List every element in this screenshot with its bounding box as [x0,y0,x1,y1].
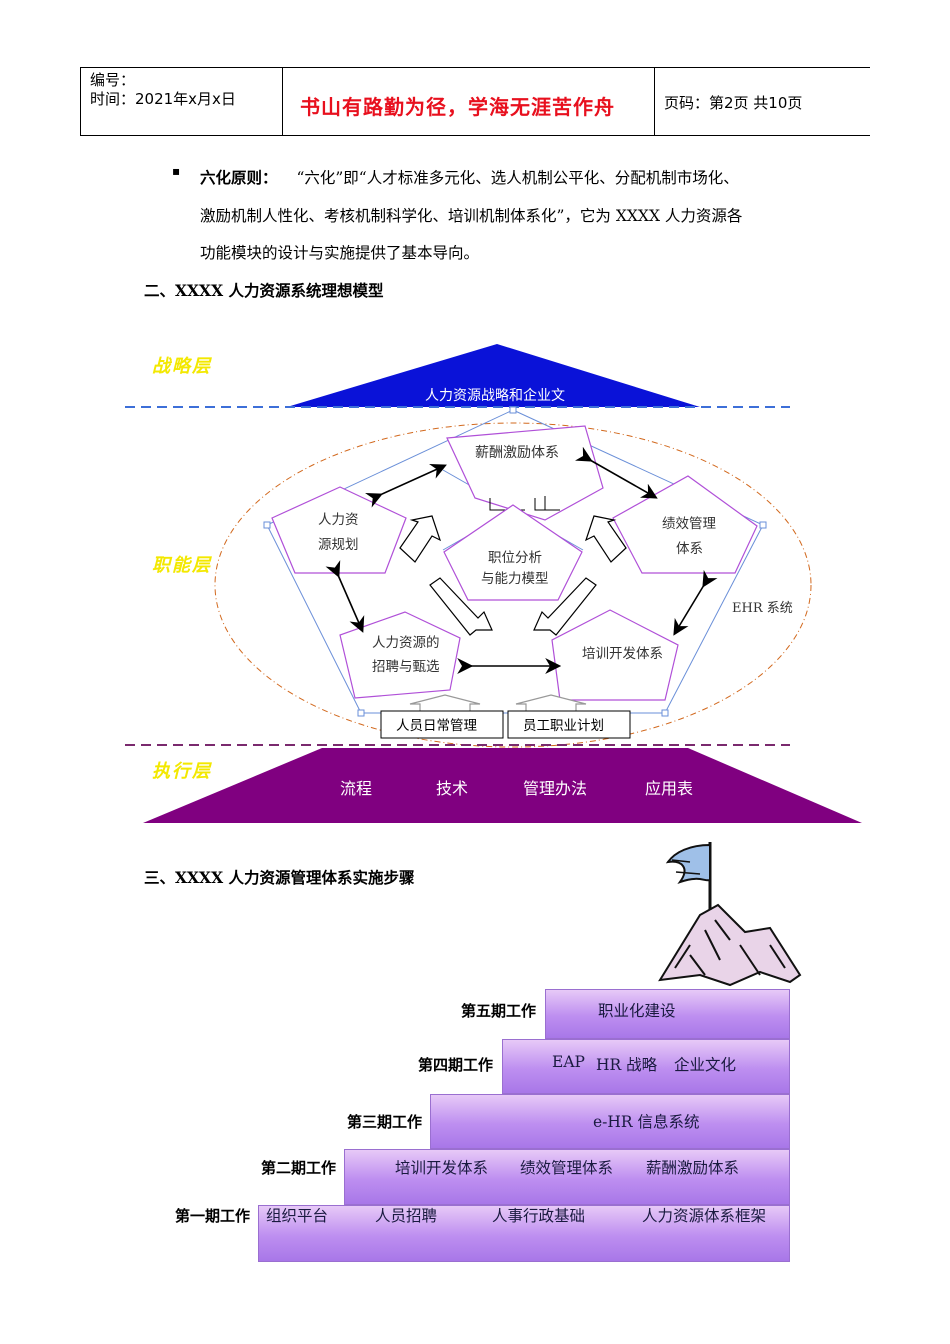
daily-management-label: 人员日常管理 [396,718,477,734]
step-3-item-1: e-HR 信息系统 [593,1113,700,1131]
recruit-label-2: 招聘与甄选 [372,659,440,675]
step-1-item-2: 人员招聘 [375,1207,438,1225]
principle-line-2: 激励机制人性化、考核机制科学化、培训机制体系化”，它为 XXXX 人力资源各 [200,207,743,225]
step-1-label: 第一期工作 [174,1207,250,1225]
exec-item-methods: 管理办法 [523,779,587,798]
planning-label-1: 人力资 [318,512,359,528]
step-5-bar [545,989,790,1039]
step-3-label: 第三期工作 [346,1113,422,1131]
step-2-label: 第二期工作 [260,1159,336,1177]
execution-layer-label: 执行层 [152,761,212,782]
ehr-ellipse [214,422,812,748]
step-1-item-1: 组织平台 [266,1207,329,1225]
strategy-triangle-text: 人力资源战略和企业文 [425,387,565,404]
step-2-item-2: 绩效管理体系 [520,1159,614,1177]
step-4-item-3: 企业文化 [674,1056,737,1074]
training-pentagon [551,609,679,701]
step-1-item-4: 人力资源体系框架 [642,1207,767,1225]
bullet-icon: ▪ [172,164,181,178]
career-plan-label: 员工职业计划 [523,718,604,734]
exec-item-forms: 应用表 [645,779,693,798]
salary-system-label: 薪酬激励体系 [475,444,559,461]
strategy-triangle [287,344,700,407]
step-2-item-1: 培训开发体系 [395,1159,489,1177]
step-2-bar [344,1149,790,1205]
career-plan-box [507,710,631,739]
section-2-heading: 二、XXXX 人力资源系统理想模型 [144,281,384,300]
principle-title: 六化原则： [200,169,278,187]
center-label-2: 与能力模型 [481,571,549,587]
planning-pentagon [271,486,407,574]
exec-item-process: 流程 [340,779,372,798]
training-label: 培训开发体系 [582,646,663,662]
center-pentagon [443,504,583,601]
document-number-label: 编号： [90,71,136,89]
function-layer-label: 职能层 [152,555,212,576]
recruit-label-1: 人力资源的 [372,635,440,651]
step-4-item-2: HR 战略 [596,1056,658,1074]
step-4-label: 第四期工作 [417,1056,493,1074]
execution-trapezoid [143,748,862,823]
page-number: 页码：第2页 共10页 [664,94,803,112]
ehr-label: EHR 系统 [732,601,793,616]
step-1-bar [258,1205,790,1262]
step-4-item-1: EAP [552,1053,585,1071]
step-2-item-3: 薪酬激励体系 [646,1159,740,1177]
daily-management-box [380,710,504,739]
principle-line-1: “六化”即“人才标准多元化、选人机制公平化、分配机制市场化、 [296,169,739,187]
step-3-bar [430,1094,790,1149]
center-label-1: 职位分析 [488,550,542,566]
principle-line-3: 功能模块的设计与实施提供了基本导向。 [200,244,480,262]
document-time: 时间：2021年x月x日 [90,90,236,108]
recruit-pentagon [339,611,461,699]
exec-item-technology: 技术 [436,779,468,798]
salary-system-shape [446,425,604,521]
performance-label-1: 绩效管理 [662,516,716,532]
performance-label-2: 体系 [676,541,703,557]
step-1-item-3: 人事行政基础 [492,1207,586,1225]
step-5-label: 第五期工作 [460,1002,536,1020]
strategy-layer-label: 战略层 [152,356,212,377]
step-4-bar [502,1039,790,1094]
section-3-heading: 三、XXXX 人力资源管理体系实施步骤 [144,868,415,887]
step-5-item-1: 职业化建设 [598,1002,676,1020]
header-motto: 书山有路勤为径，学海无涯苦作舟 [300,95,615,119]
planning-label-2: 源规划 [318,537,359,553]
mountain-flag-icon [658,842,802,987]
